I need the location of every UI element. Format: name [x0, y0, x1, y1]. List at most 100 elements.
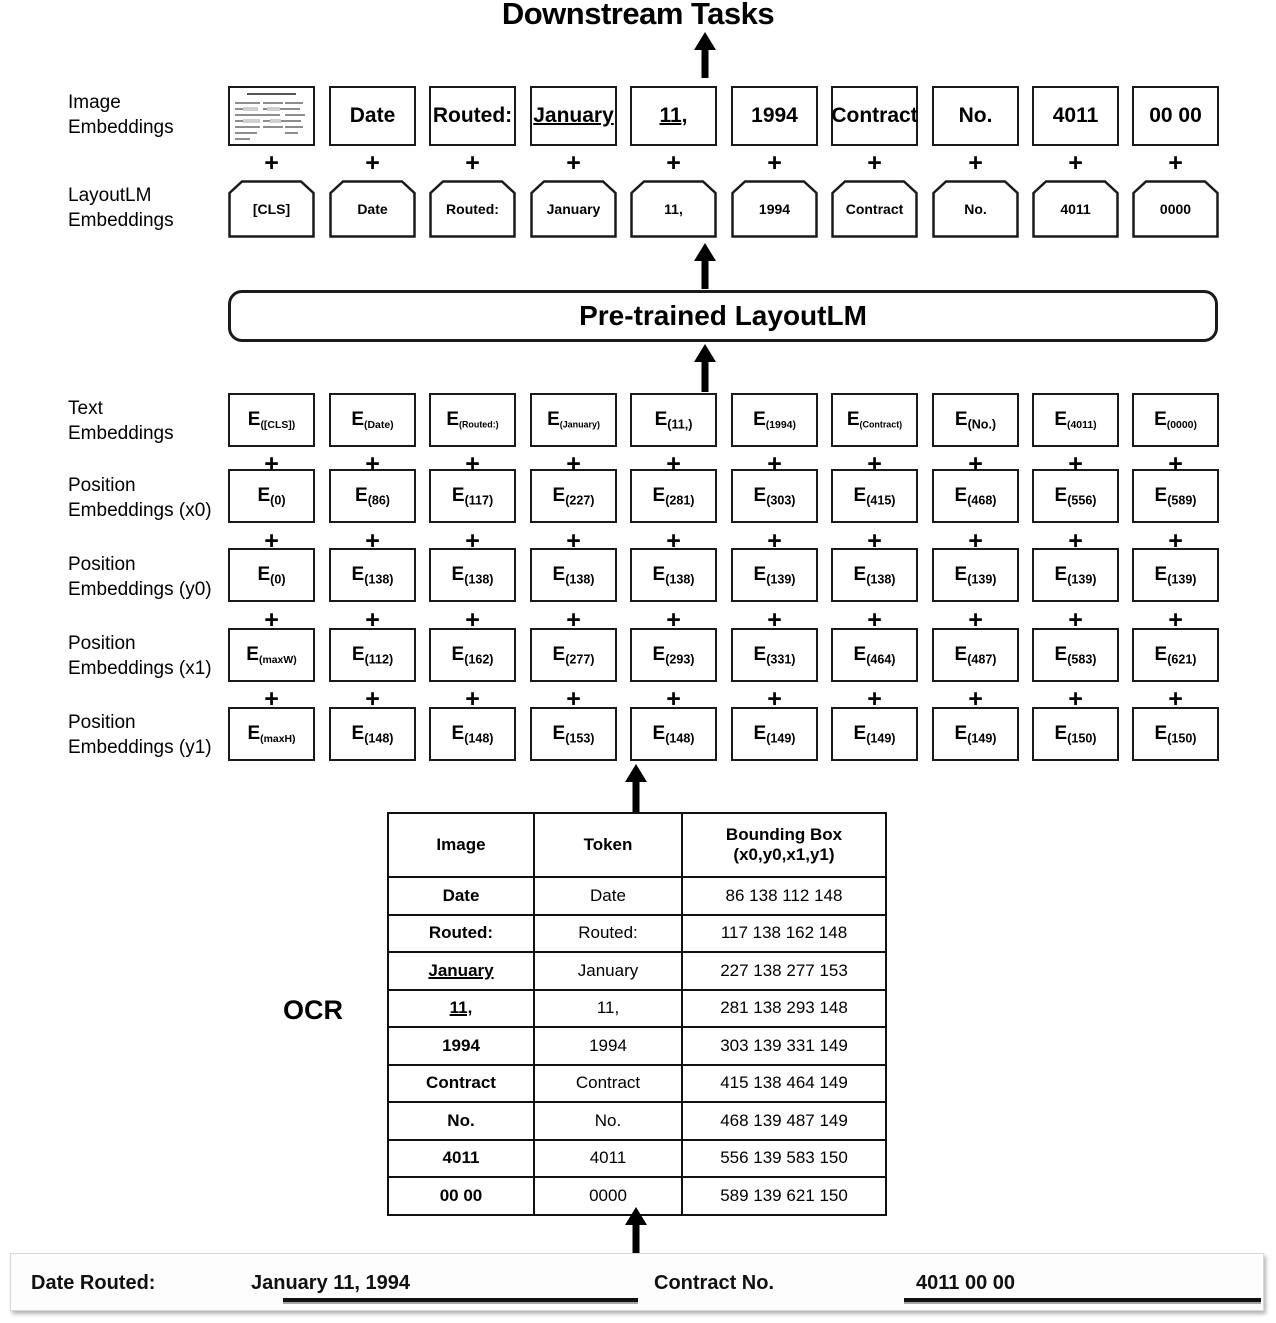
layoutlm-embedding-token: 0000	[1159, 201, 1192, 217]
cell-bounding-box: 415 138 464 149	[681, 1063, 887, 1103]
plus-sign: +	[666, 527, 681, 555]
plus-sign: +	[968, 606, 983, 634]
layoutlm-embedding-token: No.	[964, 201, 987, 217]
plus-sign: +	[365, 149, 380, 177]
column-header-bounding-box: Bounding Box (x0,y0,x1,y1)	[681, 812, 887, 878]
plus-sign: +	[365, 527, 380, 555]
layoutlm-embedding-box: January	[530, 180, 617, 238]
plus-sign: +	[566, 527, 581, 555]
ocr-label: OCR	[283, 995, 343, 1025]
text-embedding-box: E(11,)	[630, 393, 717, 447]
strip-date-routed-value: January 11, 1994	[251, 1272, 411, 1294]
plus-sign: +	[666, 606, 681, 634]
plus-sign: +	[264, 685, 279, 713]
plus-sign: +	[666, 685, 681, 713]
position-embedding-x0-box: E(117)	[429, 469, 516, 523]
image-embedding-token: 11,	[659, 104, 688, 127]
pretrained-layoutlm-label: Pre-trained LayoutLM	[579, 300, 867, 331]
image-embedding-box: Date	[329, 86, 416, 146]
plus-sign: +	[566, 450, 581, 478]
cell-image: 4011	[387, 1138, 535, 1178]
column-header-bbox-line2: (x0,y0,x1,y1)	[733, 845, 835, 864]
table-row: 11,11,281 138 293 148	[387, 988, 887, 1028]
plus-sign: +	[968, 527, 983, 555]
layoutlm-embedding-token: [CLS]	[252, 201, 291, 217]
layoutlm-embedding-box: 11,	[630, 180, 717, 238]
position-embedding-y1-box: E(150)	[1132, 707, 1219, 761]
plus-sign: +	[1068, 149, 1083, 177]
image-embedding-box: No.	[932, 86, 1019, 146]
cell-bounding-box: 303 139 331 149	[681, 1026, 887, 1066]
layoutlm-embedding-token: January	[546, 201, 601, 217]
image-embedding-token: Contract	[831, 104, 918, 127]
label-pos-x1-line1: Position	[68, 633, 136, 654]
cell-bounding-box: 227 138 277 153	[681, 951, 887, 991]
image-embedding-box: 4011	[1032, 86, 1119, 146]
image-embedding-token: January	[533, 104, 614, 127]
label-image-embeddings: Image Embeddings	[68, 90, 253, 140]
label-pos-y1-line1: Position	[68, 712, 136, 733]
plus-sign: +	[666, 450, 681, 478]
position-embedding-y1-box: E(149)	[932, 707, 1019, 761]
cell-image: 00 00	[387, 1176, 535, 1216]
ocr-table: Image Token Bounding Box (x0,y0,x1,y1) D…	[387, 812, 887, 1216]
position-embedding-x0-box: E(468)	[932, 469, 1019, 523]
page-title: Downstream Tasks	[501, 0, 775, 31]
layoutlm-embedding-box: 1994	[731, 180, 818, 238]
position-embedding-y1-box: E(148)	[329, 707, 416, 761]
position-embedding-y1-box: E(149)	[831, 707, 918, 761]
plus-sign: +	[1068, 606, 1083, 634]
label-image-embeddings-line1: Image	[68, 92, 121, 113]
cell-image: No.	[387, 1101, 535, 1141]
pretrained-layoutlm-box: Pre-trained LayoutLM	[228, 290, 1218, 342]
column-header-token: Token	[533, 812, 683, 878]
text-embedding-box: E(Routed:)	[429, 393, 516, 447]
strip-contract-no-value: 4011 00 00	[916, 1272, 1015, 1294]
arrow-document-to-ocr	[623, 1207, 649, 1253]
layoutlm-embedding-box: 0000	[1132, 180, 1219, 238]
position-embedding-x1-box: E(583)	[1032, 628, 1119, 682]
text-embedding-box: E(1994)	[731, 393, 818, 447]
cell-image: 11,	[387, 988, 535, 1028]
label-pos-y1-line2: Embeddings (y1)	[68, 737, 212, 758]
arrow-to-downstream-tasks	[692, 32, 718, 78]
cell-token: Date	[533, 876, 683, 916]
arrow-embeddings-to-model	[692, 344, 718, 392]
cell-image: Routed:	[387, 913, 535, 953]
plus-sign: +	[1168, 685, 1183, 713]
plus-sign: +	[867, 450, 882, 478]
label-text-embeddings-line1: Text	[68, 398, 103, 419]
image-embedding-box: 1994	[731, 86, 818, 146]
table-header-row: Image Token Bounding Box (x0,y0,x1,y1)	[387, 812, 887, 878]
position-embedding-x1-box: E(621)	[1132, 628, 1219, 682]
cell-bounding-box: 468 139 487 149	[681, 1101, 887, 1141]
position-embedding-y1-box: E(150)	[1032, 707, 1119, 761]
layoutlm-embedding-token: 11,	[664, 201, 683, 217]
plus-sign: +	[767, 685, 782, 713]
label-pos-x0-line1: Position	[68, 475, 136, 496]
image-embedding-token: No.	[958, 104, 993, 127]
cell-token: January	[533, 951, 683, 991]
position-embedding-y0-box: E(139)	[1032, 548, 1119, 602]
plus-sign: +	[666, 149, 681, 177]
text-embedding-box: E(No.)	[932, 393, 1019, 447]
strip-rule-2	[904, 1298, 1261, 1304]
image-embedding-token: 00 00	[1149, 104, 1202, 127]
position-embedding-x1-box: E(293)	[630, 628, 717, 682]
label-position-embeddings-y1: Position Embeddings (y1)	[68, 710, 253, 760]
column-header-bbox-line1: Bounding Box	[725, 825, 843, 844]
layoutlm-embedding-token: Date	[357, 201, 388, 217]
plus-sign: +	[968, 685, 983, 713]
label-position-embeddings-x1: Position Embeddings (x1)	[68, 631, 253, 681]
position-embedding-y1-box: E(148)	[429, 707, 516, 761]
image-embedding-token: 1994	[751, 104, 798, 127]
layoutlm-embedding-token: Contract	[845, 201, 904, 217]
plus-sign: +	[465, 450, 480, 478]
position-embedding-y1-box: E(149)	[731, 707, 818, 761]
plus-sign: +	[365, 685, 380, 713]
image-embedding-token: Date	[349, 104, 396, 127]
label-layoutlm-embeddings-line2: Embeddings	[68, 210, 174, 231]
text-embedding-box: E(January)	[530, 393, 617, 447]
